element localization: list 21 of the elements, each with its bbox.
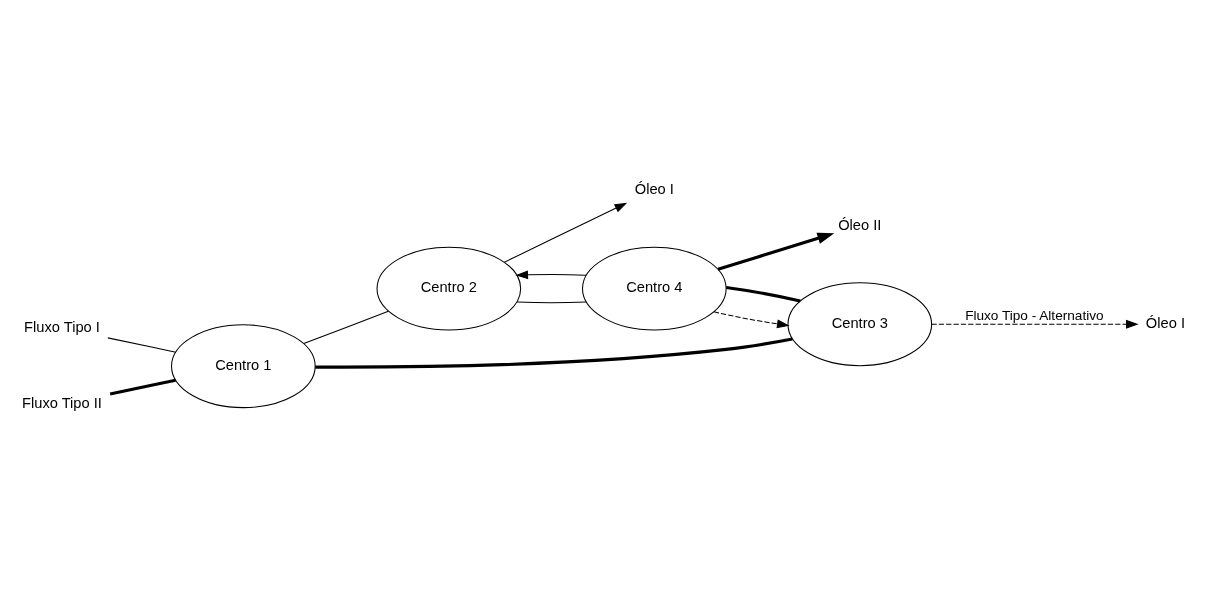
node-ellipse: Centro 1 — [171, 323, 316, 408]
arrow — [503, 202, 628, 263]
connector — [726, 285, 801, 303]
connector — [107, 336, 177, 353]
arrow — [713, 310, 790, 328]
arrow — [515, 269, 587, 279]
node-text: Fluxo Tipo I — [24, 318, 100, 335]
node-text: Óleo II — [838, 216, 882, 233]
node-ellipse: Centro 4 — [582, 246, 727, 331]
node-ellipse: Centro 2 — [376, 246, 522, 331]
node-text: Óleo I — [634, 180, 674, 197]
edge-label: Fluxo Tipo - Alternativo — [965, 307, 1104, 323]
connector — [303, 310, 389, 344]
node-text: Óleo I — [1145, 314, 1185, 331]
connector — [516, 301, 587, 303]
connector — [315, 336, 793, 369]
node-ellipse: Centro 3 — [787, 281, 933, 366]
arrow — [931, 319, 1139, 329]
node-text: Fluxo Tipo II — [22, 394, 102, 411]
arrow — [717, 232, 835, 271]
connector — [109, 378, 176, 396]
